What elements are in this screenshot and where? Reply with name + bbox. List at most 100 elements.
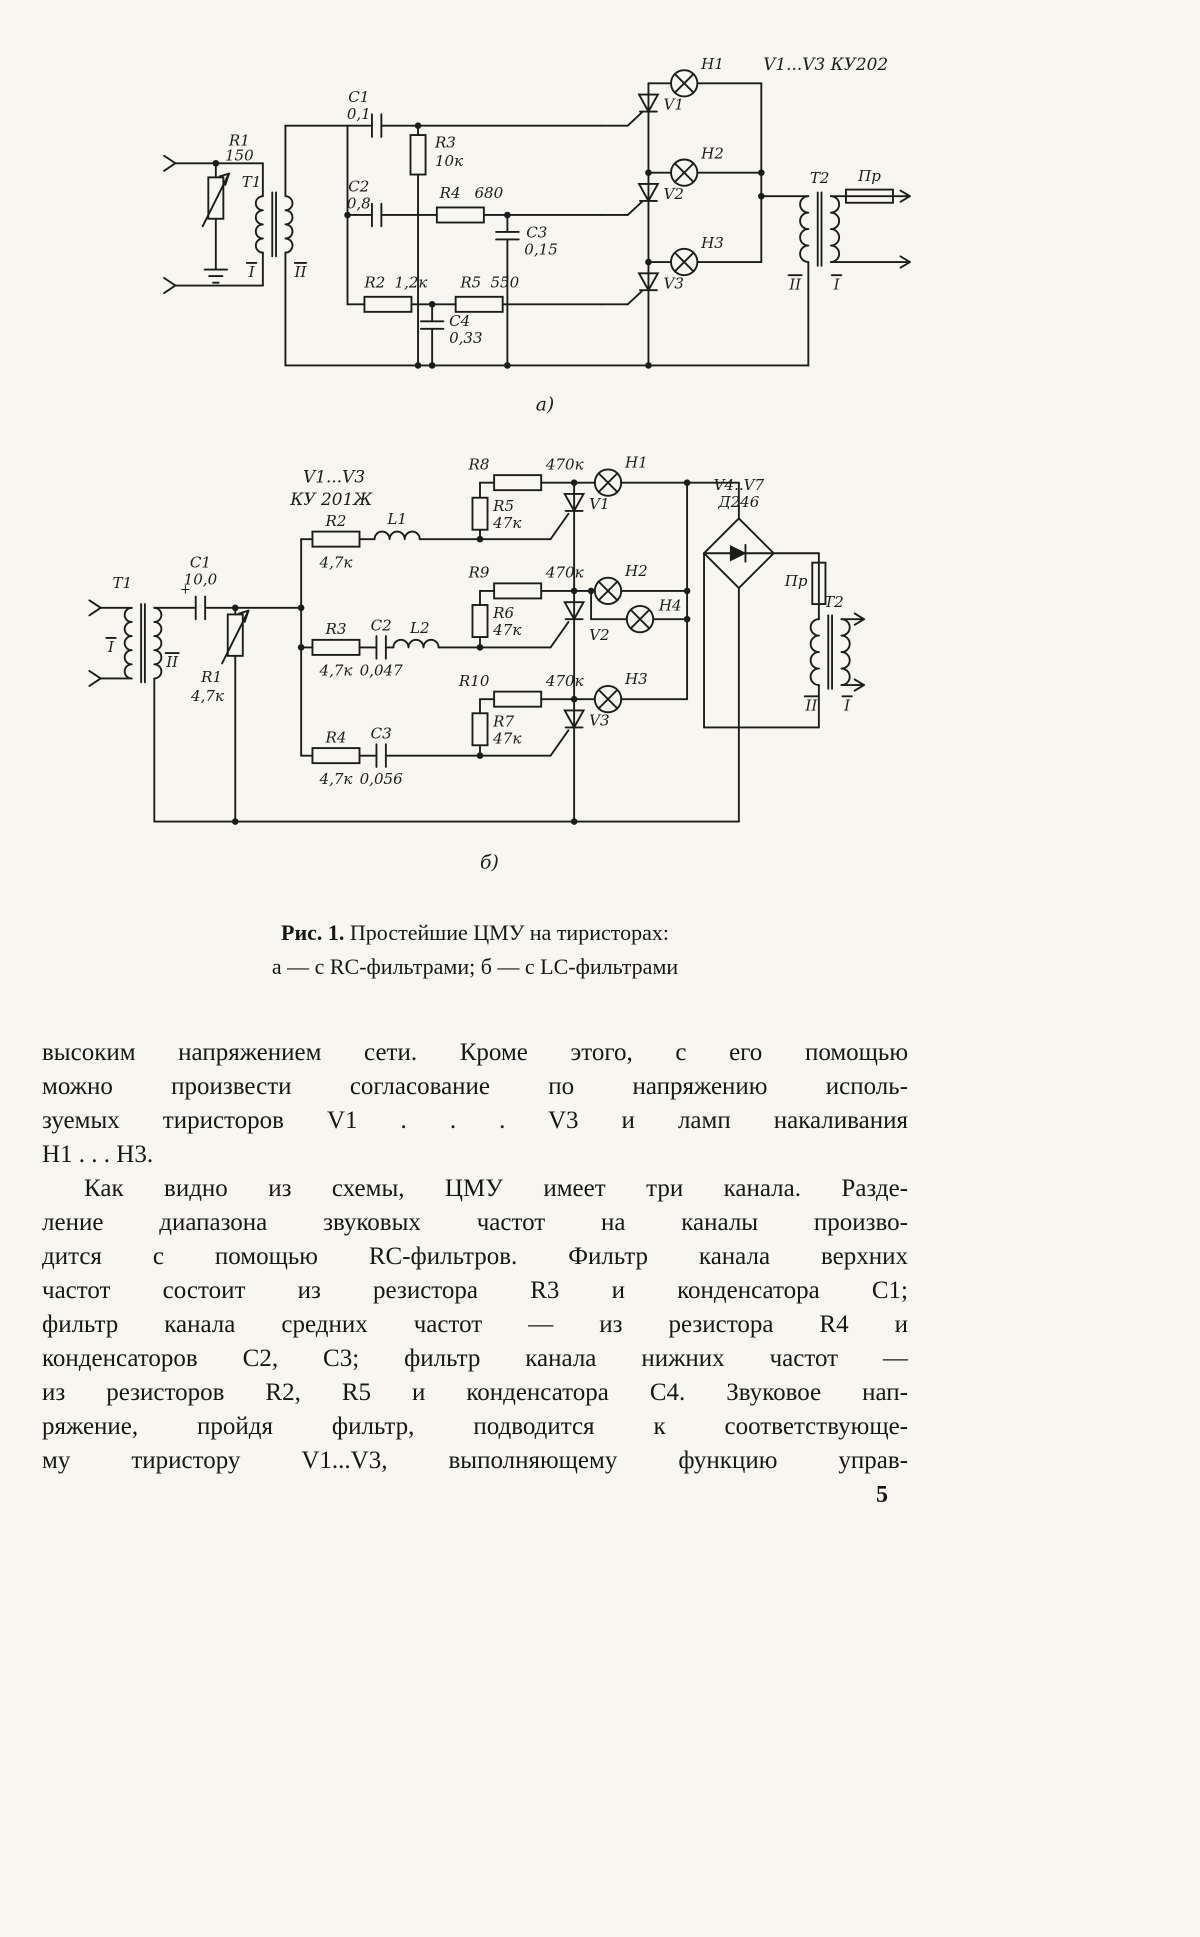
label-h1: H1	[700, 55, 724, 73]
label-c4-value: 0,33	[449, 329, 482, 347]
capacitor-c1: C1 0,1	[346, 88, 603, 138]
text-line: зуемых тиристоров V1 . . . V3 и ламп нак…	[42, 1107, 908, 1134]
text-line: ление диапазона звуковых частот на канал…	[42, 1209, 908, 1236]
capacitor-c1: + C1 10,0	[153, 553, 237, 621]
inductor-l1: L1	[373, 510, 570, 541]
resistor-r3: R3 4,7к	[300, 620, 378, 680]
label-fuse: Пр	[784, 572, 808, 590]
label-h3: H3	[624, 670, 648, 688]
label-t2-winding-ii: II	[788, 275, 802, 293]
body-text: высоким напряжением сети. Кроме этого, с…	[42, 1036, 908, 1478]
sub-label-b: б)	[480, 853, 499, 874]
label-c2: C2	[371, 616, 392, 634]
label-r10: R10	[458, 672, 490, 690]
caption-figure-number: Рис. 1.	[281, 920, 345, 945]
input-arrow-top	[88, 599, 133, 617]
label-r9: R9	[468, 564, 490, 582]
transformer-t1: T1 I II	[214, 162, 307, 281]
label-c1: C1	[348, 88, 369, 106]
resistor-r1: R1 4,7к	[190, 606, 250, 823]
resistor-r4: R4 4,7к	[300, 728, 378, 788]
label-r5: R5	[459, 273, 481, 291]
label-t1-winding-i: I	[107, 638, 115, 656]
text-line: фильтр канала средних частот — из резист…	[42, 1311, 908, 1338]
label-v1: V1	[664, 96, 684, 114]
caption-line-2: а — с RC-фильтрами; б — с LC-фильтрами	[42, 950, 908, 984]
label-h4: H4	[658, 597, 682, 615]
schematic-a: R1 150 T1 I II	[150, 54, 940, 427]
text-line: му тиристору V1...V3, выполняющему функц…	[42, 1447, 908, 1474]
text-line: конденсаторов C2, C3; фильтр канала нижн…	[42, 1345, 908, 1372]
input-arrow-top	[163, 154, 217, 172]
label-c3-value: 0,15	[524, 240, 557, 258]
label-r7: R7	[492, 712, 514, 730]
capacitor-c2: C2 0,047	[360, 616, 404, 679]
caption-subtitle: а — с RC-фильтрами; б — с LC-фильтрами	[271, 954, 679, 979]
output-arrow-bottom	[829, 255, 911, 269]
text-line: дится с помощью RC-фильтров. Фильтр кана…	[42, 1243, 908, 1270]
thyristor-type-label-1: V1...V3	[303, 467, 365, 487]
output-arrow-top	[840, 612, 865, 626]
label-c1-value: 0,1	[347, 105, 371, 123]
transformer-t2: T2 II I	[787, 169, 843, 367]
label-r4-value: 680	[474, 184, 503, 202]
resistor-r6: R6 47к	[471, 589, 521, 649]
caption-title: Простейшие ЦМУ на тиристорах:	[349, 920, 669, 945]
resistor-r8: R8 470к	[468, 455, 584, 492]
label-bridge-type-1: V4..V7	[714, 476, 765, 494]
input-arrow-bottom	[163, 251, 264, 294]
capacitor-c3: C3 0,056	[360, 725, 570, 788]
label-t1-winding-i: I	[248, 263, 256, 281]
label-r7-value: 47к	[492, 729, 521, 747]
label-r4-value: 4,7к	[319, 770, 353, 788]
label-r4: R4	[439, 184, 461, 202]
figure-caption: Рис. 1. Простейшие ЦМУ на тиристорах: а …	[42, 916, 908, 984]
thyristor-v2: V2	[600, 183, 684, 216]
label-r3: R3	[434, 133, 456, 151]
label-h3: H3	[700, 234, 724, 252]
label-r2-value: 1,2к	[395, 273, 428, 291]
schematic-a-svg: R1 150 T1 I II	[163, 54, 911, 416]
label-c2: C2	[348, 177, 369, 195]
input-arrow-bottom	[88, 669, 133, 687]
caption-line-1: Рис. 1. Простейшие ЦМУ на тиристорах:	[42, 916, 908, 950]
lamp-h4: H4	[590, 589, 689, 634]
lamp-h1: H1	[647, 55, 763, 98]
thyristor-v3: V3	[600, 272, 684, 306]
label-v2: V2	[589, 626, 609, 644]
text-line: Как видно из схемы, ЦМУ имеет три канала…	[84, 1175, 908, 1202]
text-line: высоким напряжением сети. Кроме этого, с…	[42, 1039, 908, 1066]
label-r3-value: 10к	[435, 152, 463, 170]
label-fuse: Пр	[857, 167, 881, 185]
capacitor-c2: C2 0,8	[346, 177, 383, 228]
label-r8-value: 470к	[545, 455, 584, 473]
resistor-r9: R9 470к	[468, 564, 584, 600]
text-line: из резисторов R2, R5 и конденсатора C4. …	[42, 1379, 908, 1406]
transformer-t2: T2 II I	[703, 552, 853, 729]
label-r1-value: 4,7к	[190, 687, 224, 705]
lamp-h2: H2	[573, 562, 689, 606]
lamp-h2: H2	[647, 145, 763, 187]
label-r3: R3	[325, 620, 347, 638]
label-r5-value: 47к	[492, 514, 521, 532]
label-r8: R8	[468, 455, 490, 473]
capacitor-c3: C3 0,15	[495, 214, 558, 367]
label-t2-winding-ii: II	[804, 696, 818, 714]
text-line: частот состоит из резистора R3 и конденс…	[42, 1277, 908, 1304]
thyristor-v3: V3	[563, 709, 610, 730]
label-h2: H2	[700, 145, 724, 163]
text-line: ряжение, пройдя фильтр, подводится к соо…	[42, 1413, 908, 1440]
label-bridge-type-2: Д246	[717, 493, 759, 511]
label-t1: T1	[112, 574, 132, 592]
label-c1-plus: +	[180, 583, 191, 598]
transformer-t1: T1 I II	[105, 574, 180, 684]
thyristor-v1: V1	[563, 493, 610, 513]
resistor-r10: R10 470к	[458, 672, 584, 708]
label-t2-winding-i: I	[833, 275, 841, 293]
label-r10-value: 470к	[545, 672, 584, 690]
text-line: H1 . . . H3.	[42, 1141, 154, 1168]
label-c3: C3	[526, 224, 547, 242]
lamp-h3: H3	[647, 234, 763, 277]
label-v3: V3	[664, 274, 684, 292]
